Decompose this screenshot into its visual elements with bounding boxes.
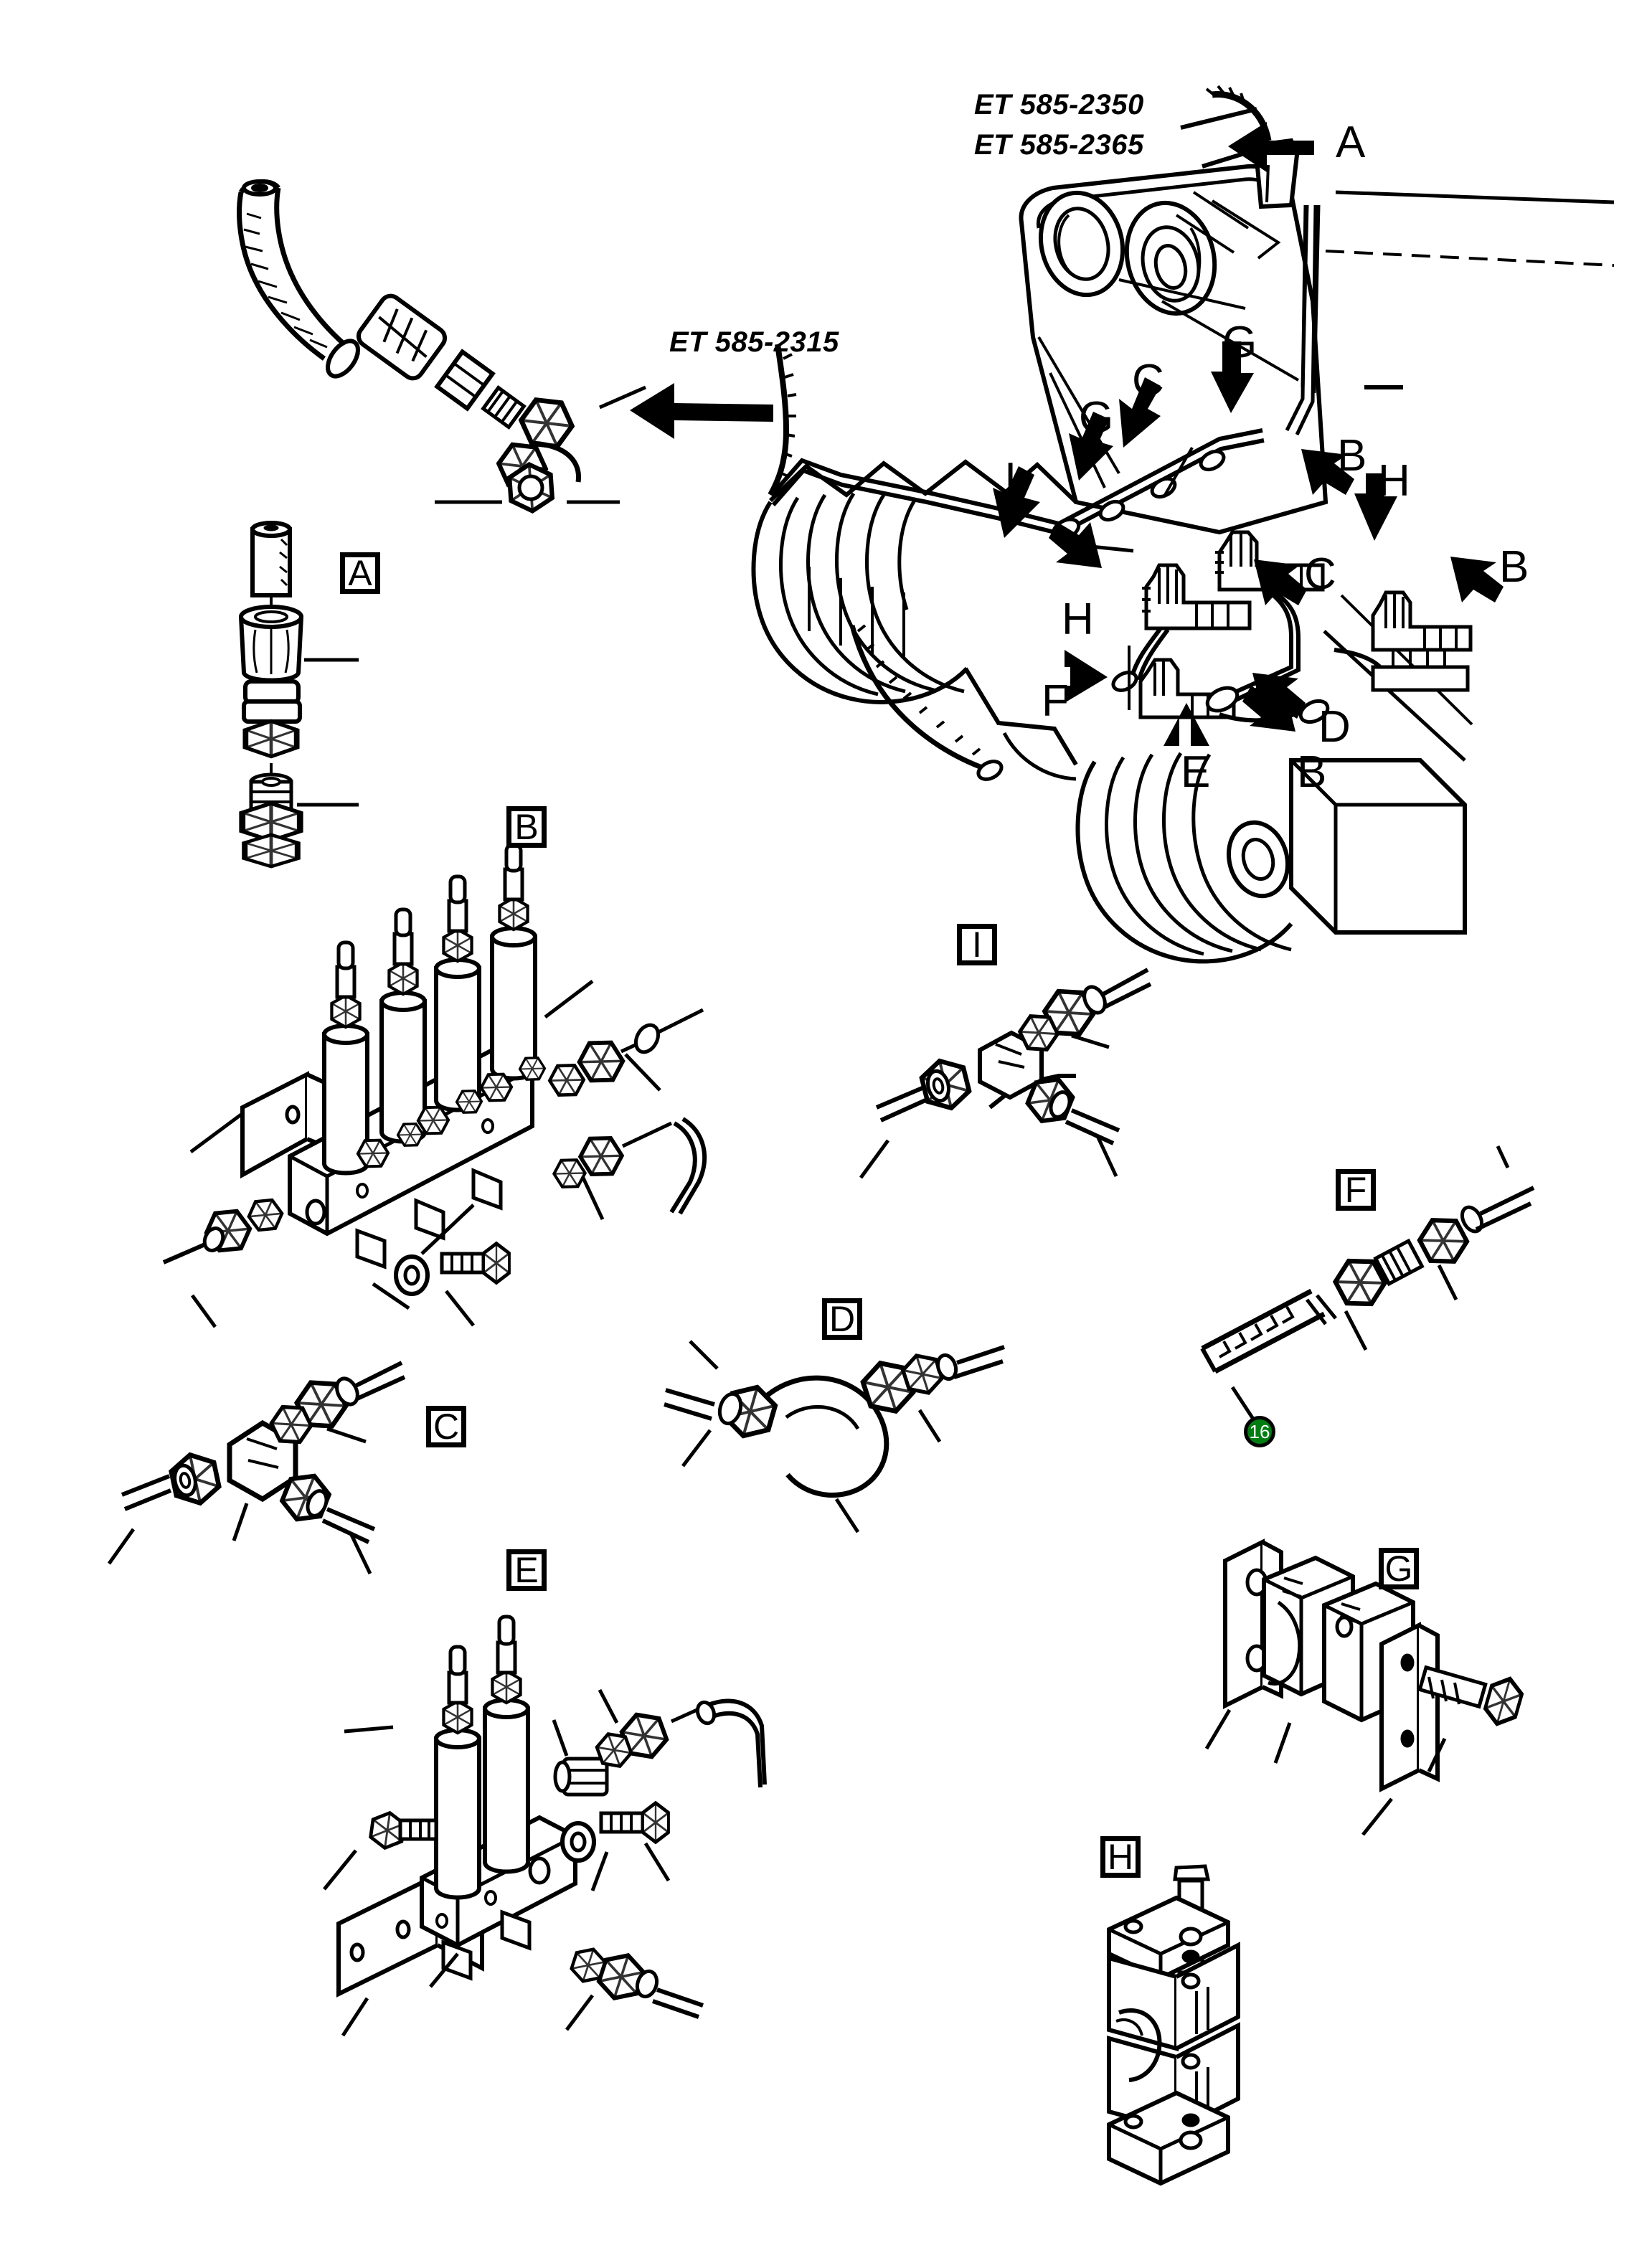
callout-label-callout-e: E bbox=[1181, 747, 1211, 797]
detail-label-detail-i: I bbox=[957, 924, 997, 965]
callout-label-callout-c2: C bbox=[1304, 549, 1336, 599]
item-badge-badge-16: 16 bbox=[1244, 1416, 1275, 1447]
detail-view-h-pipe-clamp bbox=[1107, 1864, 1240, 2186]
detail-label-detail-g: G bbox=[1379, 1548, 1419, 1589]
hose-fitting-assembly-top-left bbox=[237, 179, 647, 512]
detail-view-c-tee-fitting bbox=[107, 1361, 406, 1575]
detail-view-d-elbow-fitting bbox=[664, 1340, 1005, 1533]
part-number-et-585-2315: ET 585-2315 bbox=[669, 326, 839, 358]
callout-label-callout-h1: H bbox=[1378, 456, 1410, 506]
detail-view-e-distributor-2 bbox=[323, 1615, 767, 2037]
callout-label-callout-d: D bbox=[1318, 702, 1351, 752]
detail-label-detail-d: D bbox=[822, 1298, 862, 1340]
callout-label-callout-i1: I bbox=[1004, 454, 1017, 504]
callout-label-callout-a: A bbox=[1336, 118, 1366, 167]
callout-label-callout-g1: G bbox=[1222, 318, 1257, 367]
callout-label-callout-h2: H bbox=[1062, 595, 1094, 644]
detail-label-detail-h: H bbox=[1100, 1836, 1141, 1878]
callout-label-callout-b2: B bbox=[1499, 542, 1529, 592]
callout-label-callout-g2: G bbox=[1079, 393, 1114, 443]
detail-view-g-clamp-block bbox=[1204, 1539, 1525, 1836]
detail-label-detail-f: F bbox=[1336, 1169, 1376, 1211]
callout-label-callout-b1: B bbox=[1337, 431, 1367, 481]
detail-label-detail-b: B bbox=[506, 806, 547, 848]
detail-label-detail-a: A bbox=[340, 552, 380, 594]
callout-label-callout-f: F bbox=[1042, 676, 1069, 726]
callout-label-callout-b3: B bbox=[1297, 747, 1327, 797]
detail-label-detail-e: E bbox=[506, 1549, 547, 1591]
detail-label-detail-c: C bbox=[426, 1406, 466, 1447]
detail-view-i-tee-fitting bbox=[859, 968, 1152, 1179]
detail-view-b-distributor-4 bbox=[162, 843, 707, 1328]
callout-label-callout-c1: C bbox=[1132, 356, 1164, 405]
detail-view-a-grease-nipple bbox=[238, 521, 359, 866]
part-number-et-585-2350: ET 585-2350 bbox=[974, 89, 1144, 120]
callout-arrows bbox=[630, 122, 1504, 746]
main-assembly-view-track-frame bbox=[751, 85, 1615, 964]
part-number-et-585-2365: ET 585-2365 bbox=[974, 129, 1144, 161]
detail-view-f-braided-hose bbox=[1200, 1145, 1535, 1430]
